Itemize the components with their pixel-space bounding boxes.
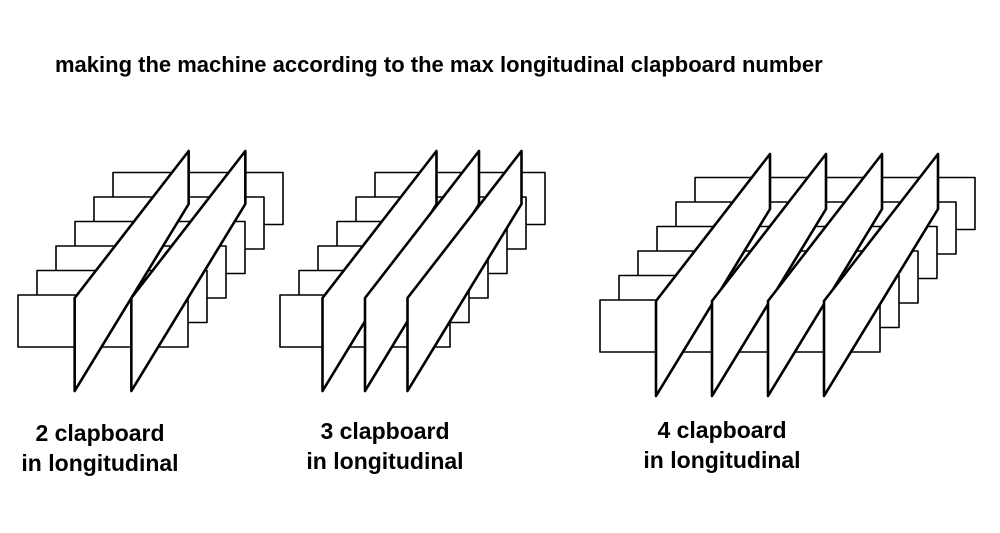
longitudinal-clapboard (130, 149, 247, 393)
caption-line-1: 2 clapboard (35, 420, 165, 446)
caption-line-2: in longitudinal (21, 450, 179, 476)
longitudinal-clapboard (406, 149, 523, 393)
longitudinal-clapboard (822, 152, 940, 398)
caption-4-clapboard: 4 clapboard in longitudinal (617, 415, 827, 475)
grid-diagram-4 (599, 152, 976, 398)
caption-line-1: 3 clapboard (320, 418, 450, 444)
caption-line-2: in longitudinal (643, 447, 801, 473)
caption-line-2: in longitudinal (306, 448, 464, 474)
longitudinal-clapboard (710, 152, 828, 398)
grid-diagram-2 (17, 149, 284, 393)
longitudinal-clapboard (654, 152, 772, 398)
caption-2-clapboard: 2 clapboard in longitudinal (0, 418, 200, 478)
grid-diagram-3 (279, 149, 546, 393)
caption-line-1: 4 clapboard (657, 417, 787, 443)
longitudinal-clapboard (766, 152, 884, 398)
page-title: making the machine according to the max … (55, 52, 823, 77)
caption-3-clapboard: 3 clapboard in longitudinal (285, 416, 485, 476)
longitudinal-clapboard (73, 149, 190, 393)
